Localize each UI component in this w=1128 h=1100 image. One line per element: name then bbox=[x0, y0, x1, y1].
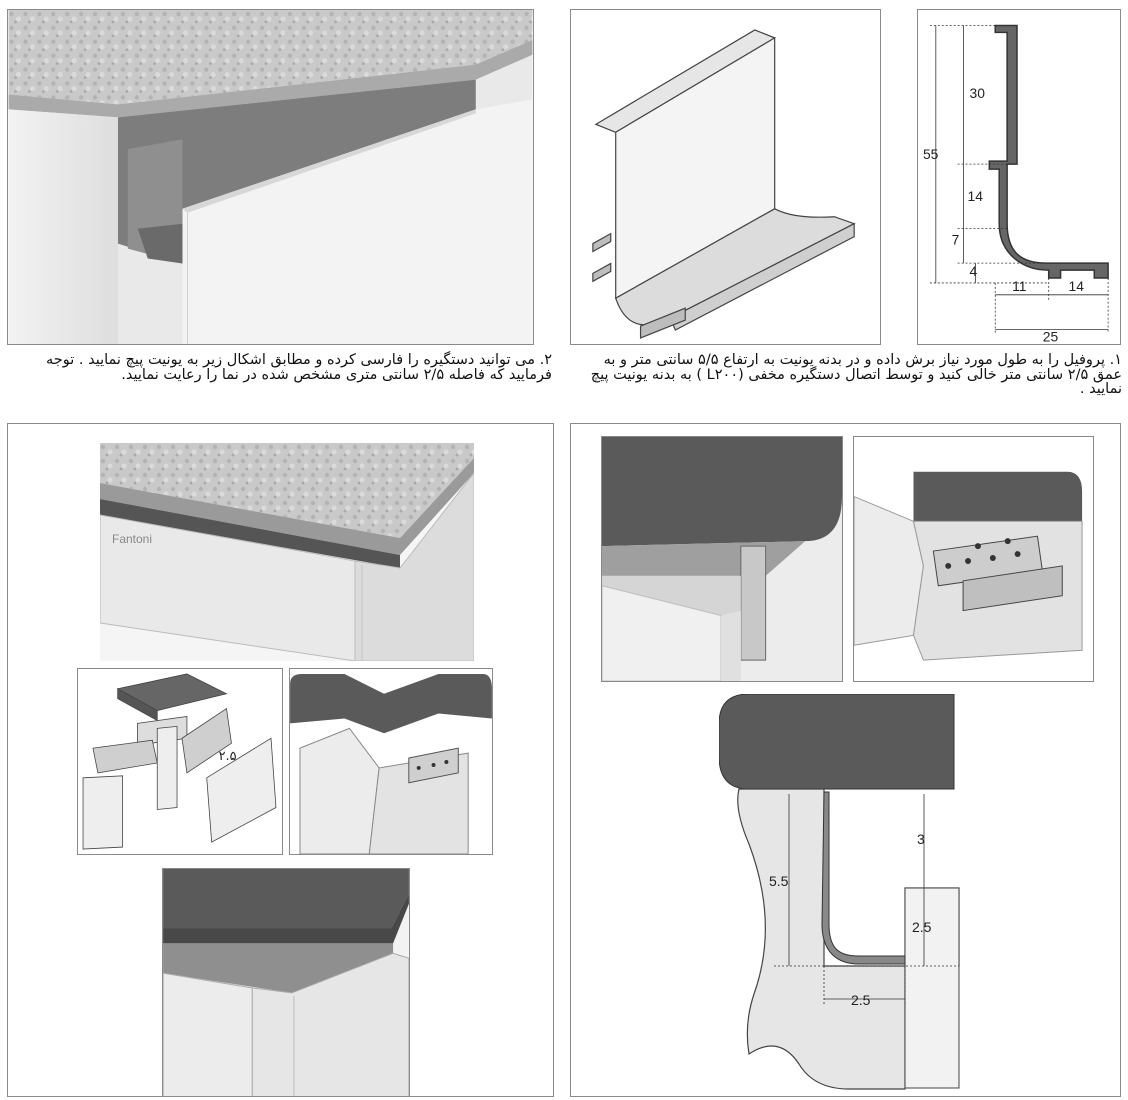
dim-gap-3: 3 bbox=[917, 831, 925, 847]
profile-dimension-section: 30 55 14 7 4 11 14 25 bbox=[917, 9, 1121, 345]
cabinet-render-svg: Fantoni bbox=[100, 443, 474, 661]
bracket-closeup bbox=[853, 436, 1094, 682]
cabinet-section bbox=[737, 788, 960, 1090]
corner-render bbox=[289, 668, 493, 855]
recess-installation-panel: 5.5 3 2.5 2.5 bbox=[570, 423, 1121, 1097]
dim-25: 25 bbox=[1043, 328, 1059, 344]
profile-3d-drawing bbox=[570, 9, 881, 345]
drawer-front bbox=[182, 99, 533, 344]
dim-14-horizontal: 14 bbox=[1069, 278, 1085, 294]
drawer-handle-photo bbox=[7, 9, 534, 345]
dim-14-vertical: 14 bbox=[968, 188, 984, 204]
bracket-closeup-svg bbox=[854, 437, 1093, 681]
recess-cross-section-svg: 5.5 3 2.5 2.5 bbox=[719, 694, 969, 1094]
drawer-handle-render bbox=[8, 10, 533, 344]
step-2-caption: ۲. می توانید دستگیره را فارسی کرده و مطا… bbox=[46, 352, 552, 383]
dim-55: 55 bbox=[923, 146, 939, 162]
dim-4: 4 bbox=[969, 263, 977, 279]
worktop-granite bbox=[8, 10, 533, 105]
corner-installation-panel: Fantoni ۲.۵ bbox=[7, 423, 554, 1097]
corner-render-svg bbox=[290, 669, 492, 854]
dim-lip-2-5: 2.5 bbox=[912, 919, 932, 935]
profile-3d-svg bbox=[571, 10, 880, 344]
worktop-section bbox=[719, 694, 955, 790]
corner-detail-svg bbox=[163, 869, 409, 1096]
recess-closeup bbox=[601, 436, 843, 682]
recess-shadow bbox=[117, 79, 476, 264]
recess-closeup-svg bbox=[602, 437, 842, 681]
dim-depth-2-5: 2.5 bbox=[851, 992, 871, 1008]
dim-height-5-5: 5.5 bbox=[769, 873, 789, 889]
cabinet-side-front bbox=[8, 109, 118, 344]
exploded-view: ۲.۵ bbox=[77, 668, 283, 855]
profile-outline bbox=[988, 24, 1109, 279]
dim-7: 7 bbox=[952, 231, 960, 247]
corner-detail bbox=[162, 868, 410, 1096]
dim-11: 11 bbox=[1012, 278, 1027, 294]
exploded-view-svg: ۲.۵ bbox=[78, 669, 282, 854]
profile-section-svg: 30 55 14 7 4 11 14 25 bbox=[918, 10, 1120, 344]
cabinet-render: Fantoni bbox=[100, 443, 474, 661]
brand-label: Fantoni bbox=[112, 532, 152, 546]
recess-cross-section: 5.5 3 2.5 2.5 bbox=[719, 694, 969, 1094]
corner-gap-dim: ۲.۵ bbox=[219, 749, 237, 764]
dim-30: 30 bbox=[969, 85, 985, 101]
step-1-caption: ۱. پروفیل را به طول مورد نیاز برش داده و… bbox=[590, 352, 1122, 397]
